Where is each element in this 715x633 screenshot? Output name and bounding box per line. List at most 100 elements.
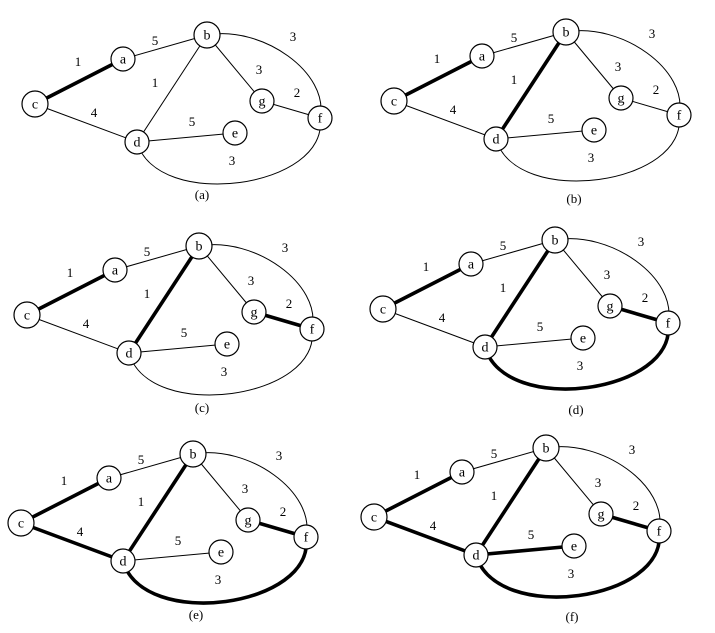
edge-weight-ab: 5 [152,33,159,48]
node-circle-a [102,257,128,283]
node-label-f: f [657,525,662,540]
node-label-b: b [204,29,211,44]
edge-weight-db: 1 [491,488,498,503]
node-label-e: e [571,540,577,555]
panel-caption: (f) [566,609,579,624]
edge-bg [545,447,602,515]
node-c: c [380,87,408,115]
edge-weight-bf: 3 [276,448,283,463]
edge-weight-ca: 1 [61,473,68,488]
edge-df [128,328,313,396]
node-circle-e [214,331,240,357]
edge-weight-cd: 4 [91,105,98,120]
node-circle-d [110,548,136,574]
node-b: b [532,434,560,462]
node-label-d: d [126,347,133,362]
node-label-c: c [380,303,386,318]
panel-caption: (a) [195,187,209,202]
node-circle-a [469,43,495,69]
edge-weight-bf: 3 [638,234,645,249]
node-g: g [249,88,275,114]
node-b: b [179,440,207,468]
node-a: a [449,459,475,485]
edge-weight-df: 3 [221,364,228,379]
node-label-d: d [120,555,127,570]
node-b: b [185,232,213,260]
edge-bf [192,452,308,538]
edge-weight-df: 3 [588,150,595,165]
edge-ca-selected [393,54,483,103]
node-g: g [235,507,261,533]
edge-bf [565,30,681,116]
node-label-c: c [391,95,397,110]
node-label-b: b [543,442,550,457]
edge-weight-df: 3 [215,572,222,587]
node-label-d: d [482,341,489,356]
panel-caption: (b) [566,191,581,206]
node-circle-a [110,46,136,72]
edge-weight-ab: 5 [144,244,151,259]
edge-weight-bf: 3 [629,442,636,457]
node-a: a [96,465,122,491]
edge-ab [108,453,194,479]
node-circle-b [552,18,580,46]
node-f: f [293,524,319,550]
node-circle-b [179,440,207,468]
edge-ab [122,34,208,60]
node-circle-e [570,325,596,351]
node-label-g: g [598,508,605,523]
node-circle-g [597,293,623,319]
node-e: e [214,331,240,357]
edge-weight-de: 5 [537,319,544,334]
node-circle-a [96,465,122,491]
node-f: f [307,105,333,131]
edge-weight-gf: 2 [294,85,301,100]
node-circle-d [463,542,489,568]
edge-weight-ca: 1 [434,51,441,66]
node-label-c: c [32,98,38,113]
node-label-c: c [371,511,377,526]
edge-weight-cd: 4 [77,524,84,539]
edge-bg [206,34,263,102]
edge-weight-db: 1 [500,280,507,295]
node-circle-c [360,503,388,531]
edge-de [484,337,584,348]
edge-weight-df: 3 [568,566,575,581]
edge-ca-selected [373,470,463,519]
edge-weight-ca: 1 [414,467,421,482]
edge-df [136,117,321,185]
node-circle-e [208,539,234,565]
edge-weight-gf: 2 [280,504,287,519]
edge-db-selected [127,245,201,354]
edge-weight-db: 1 [152,75,159,90]
edge-cd [393,100,497,140]
edge-ab [114,245,200,271]
edge-bg [198,245,255,313]
node-label-f: f [677,109,682,124]
edge-weight-ca: 1 [67,265,74,280]
edge-weight-bg: 3 [604,267,611,282]
edge-weight-cd: 4 [430,518,437,533]
node-label-e: e [591,124,597,139]
edge-weight-db: 1 [511,72,518,87]
node-d: d [110,548,136,574]
edge-cd [34,103,138,143]
node-circle-e [581,117,607,143]
edge-weight-bg: 3 [595,475,602,490]
edge-weight-gf: 2 [653,82,660,97]
node-label-c: c [18,517,24,532]
node-circle-f [666,102,692,128]
node-circle-g [608,85,634,111]
panel-caption: (c) [195,400,209,415]
node-circle-b [541,226,569,254]
edge-bg [565,31,622,99]
node-circle-c [369,295,397,323]
edge-df-selected [121,536,308,605]
node-b: b [193,21,221,49]
edge-ca-selected [34,57,124,106]
edge-weight-bf: 3 [290,29,297,44]
